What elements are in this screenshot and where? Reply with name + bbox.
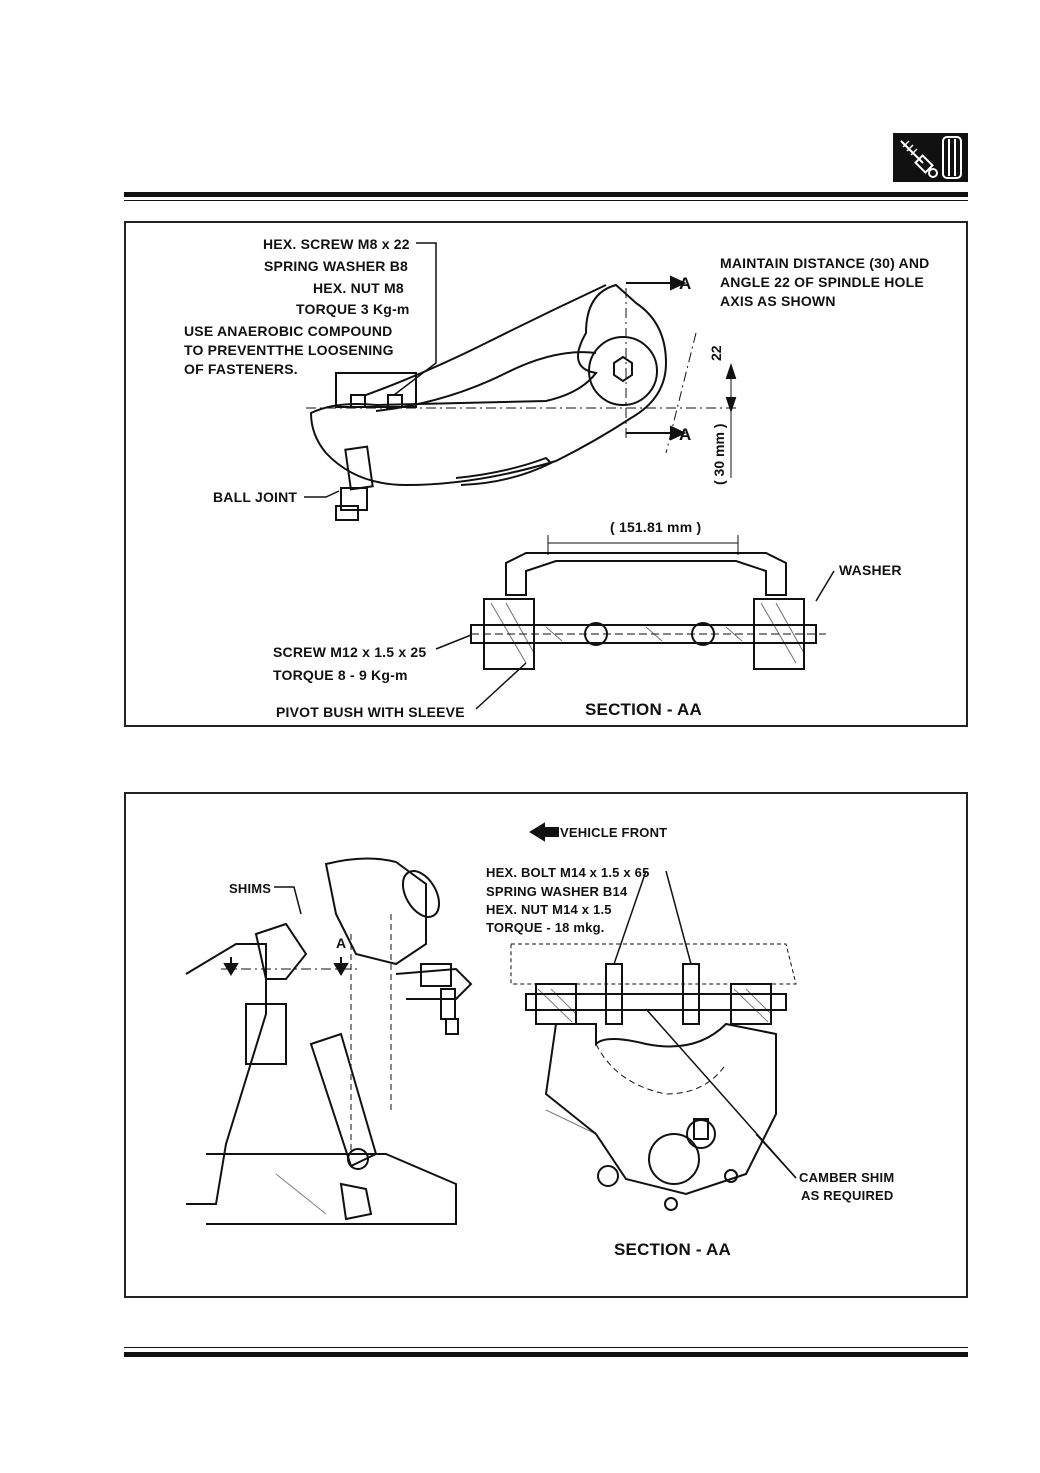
bolt-label-2: SPRING WASHER B14 bbox=[486, 884, 628, 899]
upper-arm-figure: HEX. SCREW M8 x 22 SPRING WASHER B8 HEX.… bbox=[124, 221, 968, 727]
fastener-label-1: HEX. SCREW M8 x 22 bbox=[263, 236, 410, 252]
pivot-bush-label: PIVOT BUSH WITH SLEEVE bbox=[276, 704, 465, 720]
header-rule bbox=[124, 192, 968, 197]
distance-label: ( 30 mm ) bbox=[711, 423, 727, 485]
torque-label: TORQUE 8 - 9 Kg-m bbox=[273, 667, 408, 683]
compound-label-3: OF FASTENERS. bbox=[184, 361, 298, 377]
bolt-label-4: TORQUE - 18 mkg. bbox=[486, 920, 605, 935]
camber-shim-label-1: CAMBER SHIM bbox=[799, 1170, 895, 1185]
section-title: SECTION - AA bbox=[585, 700, 702, 719]
shock-absorber-icon bbox=[893, 133, 968, 182]
bolt-label-3: HEX. NUT M14 x 1.5 bbox=[486, 902, 612, 917]
maintain-label-3: AXIS AS SHOWN bbox=[720, 293, 836, 309]
upper-arm-drawing bbox=[304, 242, 835, 710]
shims-label: SHIMS bbox=[229, 881, 272, 896]
screw-label: SCREW M12 x 1.5 x 25 bbox=[273, 644, 427, 660]
camber-shim-drawing bbox=[185, 822, 797, 1225]
footer-rule-thin bbox=[124, 1347, 968, 1348]
section-marker-top: A bbox=[679, 274, 692, 293]
compound-label-1: USE ANAEROBIC COMPOUND bbox=[184, 323, 393, 339]
width-dimension-label: ( 151.81 mm ) bbox=[610, 519, 702, 535]
maintain-label-1: MAINTAIN DISTANCE (30) AND bbox=[720, 255, 930, 271]
maintain-label-2: ANGLE 22 OF SPINDLE HOLE bbox=[720, 274, 924, 290]
washer-label: WASHER bbox=[839, 562, 902, 578]
bolt-label-1: HEX. BOLT M14 x 1.5 x 65 bbox=[486, 865, 650, 880]
angle-label: 22 bbox=[708, 345, 724, 361]
header-rule-thin bbox=[124, 200, 968, 201]
camber-shim-figure: VEHICLE FRONT SHIMS A HEX. BOLT M14 x 1.… bbox=[124, 792, 968, 1298]
camber-shim-label-2: AS REQUIRED bbox=[801, 1188, 894, 1203]
section-title: SECTION - AA bbox=[614, 1240, 731, 1259]
ball-joint-label: BALL JOINT bbox=[213, 489, 298, 505]
section-marker-a: A bbox=[336, 935, 347, 951]
section-marker-bottom: A bbox=[679, 425, 692, 444]
compound-label-2: TO PREVENTTHE LOOSENING bbox=[184, 342, 394, 358]
fastener-label-4: TORQUE 3 Kg-m bbox=[296, 301, 410, 317]
footer-rule bbox=[124, 1352, 968, 1357]
fastener-label-3: HEX. NUT M8 bbox=[313, 280, 404, 296]
fastener-label-2: SPRING WASHER B8 bbox=[264, 258, 408, 274]
vehicle-front-label: VEHICLE FRONT bbox=[560, 825, 668, 840]
